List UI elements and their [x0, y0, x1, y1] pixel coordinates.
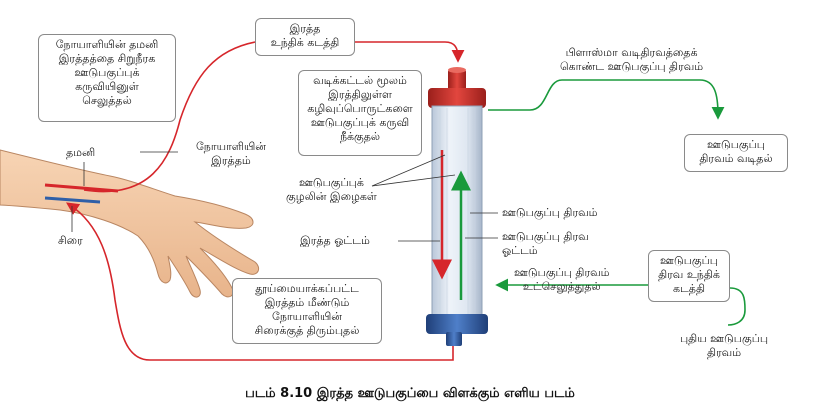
new-fluid-label: புதிய ஊடுபகுப்பு திரவம்	[680, 332, 769, 359]
artery-to-device-box: நோயாளியின் தமனி இரத்தத்தை சிறுநீரக ஊடுபக…	[38, 34, 176, 122]
blood-pump-box: இரத்த உந்திக் கடத்தி	[255, 18, 355, 56]
fluid-filter-box: ஊடுபகுப்பு திரவம் வடிதல்	[684, 134, 788, 172]
dialyzer	[426, 67, 488, 346]
patient-arm-illustration	[0, 149, 260, 298]
tube-fibers-label: ஊடுபகுப்புக் குழலின் இழைகள்	[286, 176, 377, 203]
pump-to-dialyzer-line	[355, 41, 465, 63]
artery-line	[83, 41, 256, 193]
new-fluid-line	[727, 287, 746, 326]
dialysate-pump-box: ஊடுபகுப்பு திரவ உந்திக் கடத்தி	[648, 250, 730, 302]
vein-label: சிரை	[58, 234, 83, 247]
plasma-fluid-label: பிளாஸ்மா வடிதிரவத்தைக் கொண்ட ஊடுபகுப்பு …	[560, 46, 704, 73]
plasma-outflow-line	[488, 79, 725, 120]
leader-lines	[71, 151, 498, 242]
return-vein-line	[66, 202, 454, 361]
figure-caption: படம் 8.10 இரத்த ஊடுபகுப்பை விளக்கும் எளி…	[245, 386, 575, 401]
filter-waste-box: வடிக்கட்டல் மூலம் இரத்திலுள்ள கழிவுப்பொர…	[298, 70, 422, 156]
return-blood-box: தூய்மையாக்கப்பட்ட இரத்தம் மீண்டும் நோயாள…	[232, 278, 382, 344]
dialysate-flow-label: ஊடுபகுப்பு திரவ ஓட்டம்	[502, 230, 589, 257]
patient-blood-label: நோயாளியின் இரத்தம்	[196, 140, 266, 167]
blood-flow-label: இரத்த ஓட்டம்	[300, 234, 370, 247]
artery-label: தமனி	[66, 146, 96, 159]
dialysate-label: ஊடுபகுப்பு திரவம்	[502, 206, 598, 219]
dialysate-inject-label: ஊடுபகுப்பு திரவம் உட்செலுத்துதல்	[514, 266, 610, 293]
